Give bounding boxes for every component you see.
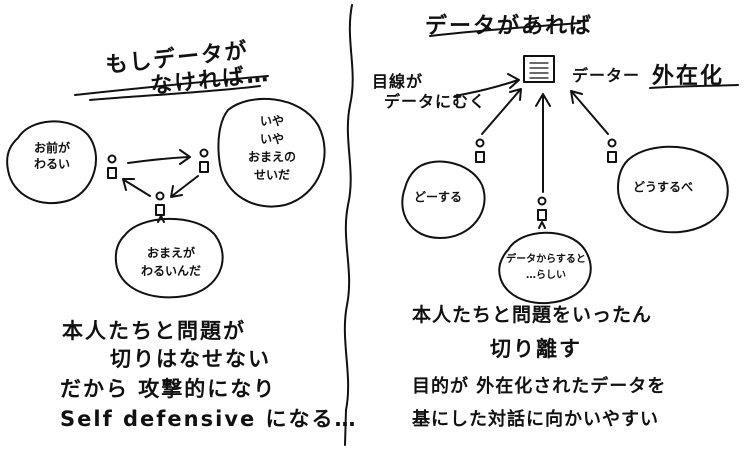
arrow-right-a-up xyxy=(481,88,522,135)
arrow-right-c-up xyxy=(570,90,609,135)
bubble-right-bottom-text: データからすると …らしい xyxy=(506,254,586,281)
bubble-right-right xyxy=(617,145,729,234)
bubble-top-right-text: いや いや おまえの せいだ xyxy=(247,114,296,182)
person-left-b xyxy=(199,148,209,173)
arrow-gaze xyxy=(454,73,520,97)
left-title-underline xyxy=(74,75,269,101)
externalize-underline xyxy=(649,84,739,89)
bubble-right-bottom xyxy=(498,231,592,305)
gaze-label: 目線が データにむく xyxy=(372,72,487,111)
right-title-underline xyxy=(429,22,581,37)
person-right-a xyxy=(475,138,485,163)
bubble-right-left-text: どーする xyxy=(414,190,463,204)
right-title: データがあれば xyxy=(425,14,594,39)
bubble-right-right-text: どうするべ xyxy=(633,180,694,194)
externalize-label: 外在化 xyxy=(652,64,725,89)
arrow-a-to-b xyxy=(127,149,191,165)
arrow-b-to-c xyxy=(170,175,199,198)
person-right-b xyxy=(537,196,547,221)
tick-bubble-right-bottom xyxy=(538,221,546,229)
tick-bubble-bottom xyxy=(157,215,165,223)
data-sheet-icon xyxy=(523,55,555,83)
panel-divider xyxy=(343,4,354,446)
bubble-bottom-left-text: おまえが わるいんだ xyxy=(140,246,201,278)
person-left-a xyxy=(107,154,117,179)
bubble-top-right xyxy=(217,97,326,208)
bubble-top-left xyxy=(6,120,97,205)
arrow-right-b-up xyxy=(535,93,551,193)
bubble-bottom-left xyxy=(114,217,224,299)
person-right-c xyxy=(607,138,617,163)
arrow-c-to-a xyxy=(122,178,151,197)
bubble-top-left-text: お前が わるい xyxy=(33,141,70,171)
person-left-c xyxy=(155,191,165,216)
bubble-right-left xyxy=(401,160,486,239)
data-label: データー xyxy=(572,66,641,85)
